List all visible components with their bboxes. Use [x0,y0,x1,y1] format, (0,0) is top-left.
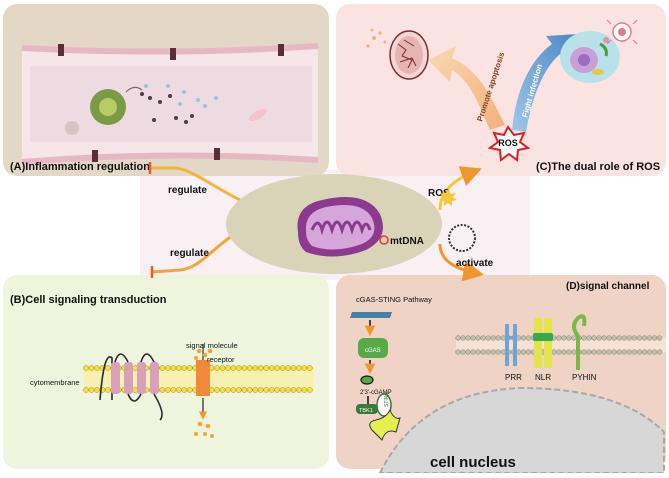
ros-connector: ROS [428,166,482,211]
mtdna-circle-icon [448,224,476,252]
regulate-bottom-label: regulate [170,248,209,259]
pyhin-receptor [572,314,587,370]
cgamp-label: 2'3'-cGAMP [360,390,392,396]
cgas-sting-pathway-label: cGAS-STING Pathway [356,295,432,304]
cgas-label: cGAS [365,348,381,354]
pyhin-label: PYHIN [572,373,597,382]
mtdna-label: mtDNA [390,236,424,247]
panel-d-title: (D)signal channel [566,281,650,292]
signal-receptor [196,344,210,420]
activate-label: activate [456,258,494,269]
panel-a: (A)Inflammation regulation [3,4,329,176]
center-mitochondrion: mtDNA [226,174,476,274]
receptor-label: receptor [207,355,235,364]
nucleus-label: cell nucleus [430,454,516,471]
panel-b-title: (B)Cell signaling transduction [10,294,167,306]
prr-label: PRR [505,373,522,382]
nlr-label: NLR [535,373,551,382]
sting-label: STING [384,392,390,407]
ros-connector-label: ROS [428,188,450,199]
nlr-receptor [533,318,553,368]
panel-c: Promote apoptosis Fight infection ROS (C… [336,4,666,176]
panel-c-ros-label: ROS [498,138,518,148]
cgas-enzyme [358,338,388,358]
panel-b: (B)Cell signaling transduction cytomembr… [3,275,329,469]
panel-d: (D)signal channel cell nucleus PRR NLR P… [336,275,666,474]
tbk1-label: TBK1 [359,408,373,414]
regulate-top-label: regulate [168,185,207,196]
cytomembrane-label: cytomembrane [30,378,80,387]
signal-molecule-label: signal molecule [186,341,238,350]
signal-membrane [455,335,666,355]
panel-c-title: (C)The dual role of ROS [536,161,660,173]
transmembrane-protein [99,353,163,421]
panel-a-title: (A)Inflammation regulation [10,161,150,173]
prr-receptor [505,324,517,366]
activate-connector: activate [438,243,494,282]
